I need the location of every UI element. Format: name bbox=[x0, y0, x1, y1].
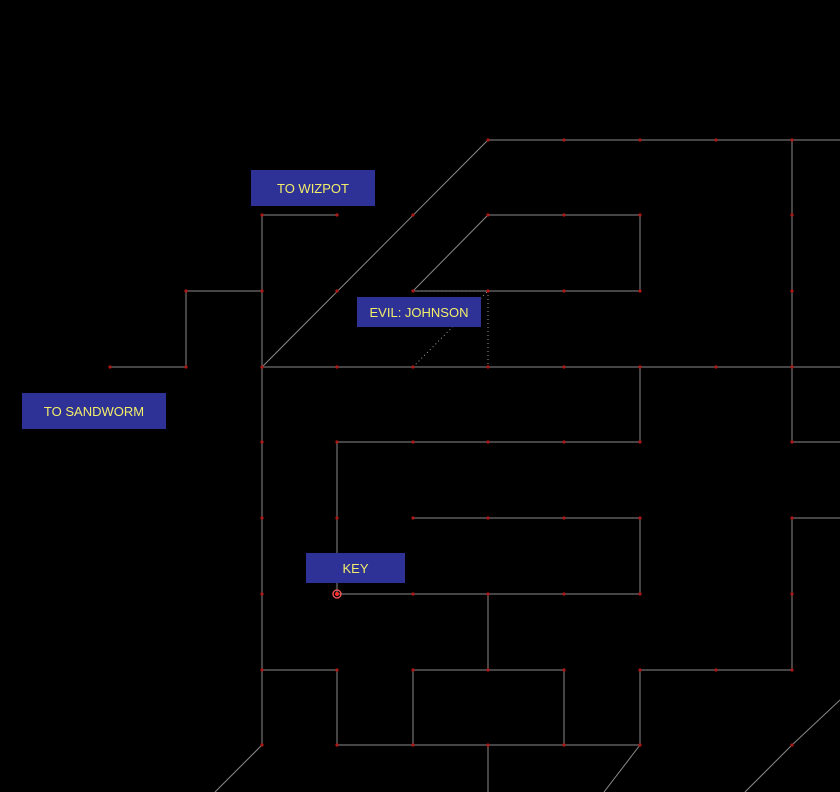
map-node-dot[interactable] bbox=[486, 365, 490, 369]
map-node-dot[interactable] bbox=[335, 213, 339, 217]
map-node-dot[interactable] bbox=[260, 743, 264, 747]
map-node-dot[interactable] bbox=[562, 592, 566, 596]
path-segment bbox=[214, 744, 263, 792]
map-node-dot[interactable] bbox=[335, 516, 339, 520]
map-node-dot[interactable] bbox=[260, 668, 264, 672]
map-node-dot[interactable] bbox=[486, 592, 490, 596]
map-node-dot[interactable] bbox=[790, 289, 794, 293]
map-node-dot[interactable] bbox=[486, 516, 490, 520]
map-node-dot[interactable] bbox=[790, 592, 794, 596]
map-node-dot[interactable] bbox=[184, 289, 188, 293]
map-node-dot[interactable] bbox=[562, 668, 566, 672]
map-node-dot[interactable] bbox=[335, 365, 339, 369]
map-node-dot[interactable] bbox=[638, 516, 642, 520]
map-node-dot[interactable] bbox=[335, 440, 339, 444]
map-node-dot[interactable] bbox=[790, 365, 794, 369]
map-node-dot[interactable] bbox=[790, 138, 794, 142]
map-node-dot[interactable] bbox=[260, 516, 264, 520]
map-node-dot[interactable] bbox=[260, 289, 264, 293]
map-node-dot[interactable] bbox=[486, 138, 490, 142]
map-node-dot[interactable] bbox=[411, 213, 415, 217]
map-node-dot[interactable] bbox=[638, 213, 642, 217]
map-node-dot[interactable] bbox=[790, 440, 794, 444]
evil-johnson-label[interactable]: EVIL: JOHNSON bbox=[357, 297, 481, 327]
path-segment bbox=[744, 744, 793, 792]
map-node-dot[interactable] bbox=[562, 743, 566, 747]
map-node-dot[interactable] bbox=[486, 440, 490, 444]
map-node-dot[interactable] bbox=[411, 289, 415, 293]
map-node-dot[interactable] bbox=[790, 516, 794, 520]
map-node-dot[interactable] bbox=[638, 365, 642, 369]
path-segment bbox=[261, 139, 489, 368]
map-node-dot[interactable] bbox=[335, 289, 339, 293]
to-wizpot-label[interactable]: TO WIZPOT bbox=[251, 170, 375, 206]
key-label[interactable]: KEY bbox=[306, 553, 405, 583]
map-node-dot[interactable] bbox=[411, 516, 415, 520]
path-segment bbox=[603, 744, 641, 792]
map-node-dot[interactable] bbox=[486, 743, 490, 747]
map-node-dot[interactable] bbox=[260, 440, 264, 444]
map-node-dot[interactable] bbox=[562, 213, 566, 217]
map-node-dot[interactable] bbox=[260, 213, 264, 217]
map-node-dot[interactable] bbox=[638, 440, 642, 444]
map-node-dot[interactable] bbox=[335, 668, 339, 672]
map-node-dot[interactable] bbox=[411, 743, 415, 747]
map-node-dot[interactable] bbox=[562, 289, 566, 293]
map-node-dot[interactable] bbox=[714, 365, 718, 369]
map-node-dot[interactable] bbox=[562, 516, 566, 520]
map-node-dot[interactable] bbox=[486, 289, 490, 293]
map-node-dot[interactable] bbox=[638, 743, 642, 747]
map-node-dot[interactable] bbox=[714, 138, 718, 142]
map-node-dot[interactable] bbox=[260, 592, 264, 596]
map-node-dot[interactable] bbox=[486, 213, 490, 217]
map-node-dot[interactable] bbox=[562, 440, 566, 444]
player-location-marker bbox=[332, 589, 342, 599]
map-node-dot[interactable] bbox=[411, 440, 415, 444]
to-sandworm-label[interactable]: TO SANDWORM bbox=[22, 393, 166, 429]
map-node-dot[interactable] bbox=[638, 668, 642, 672]
map-paths bbox=[110, 139, 840, 792]
path-segment bbox=[412, 214, 489, 292]
map-node-dot[interactable] bbox=[638, 138, 642, 142]
map-node-dot[interactable] bbox=[486, 668, 490, 672]
map-node-dot[interactable] bbox=[790, 743, 794, 747]
map-node-dot[interactable] bbox=[638, 592, 642, 596]
map-node-dot[interactable] bbox=[562, 365, 566, 369]
map-node-dot[interactable] bbox=[260, 365, 264, 369]
map-node-dot[interactable] bbox=[411, 365, 415, 369]
map-node-dot[interactable] bbox=[411, 592, 415, 596]
path-segment bbox=[791, 699, 840, 746]
map-node-dot[interactable] bbox=[790, 668, 794, 672]
map-node-dot[interactable] bbox=[335, 743, 339, 747]
map-node-dot[interactable] bbox=[411, 668, 415, 672]
map-node-dot[interactable] bbox=[108, 365, 112, 369]
map-nodes bbox=[108, 138, 794, 747]
map-node-dot[interactable] bbox=[638, 289, 642, 293]
map-node-dot[interactable] bbox=[184, 365, 188, 369]
map-node-dot[interactable] bbox=[714, 668, 718, 672]
map-node-dot[interactable] bbox=[562, 138, 566, 142]
map-node-dot[interactable] bbox=[790, 213, 794, 217]
